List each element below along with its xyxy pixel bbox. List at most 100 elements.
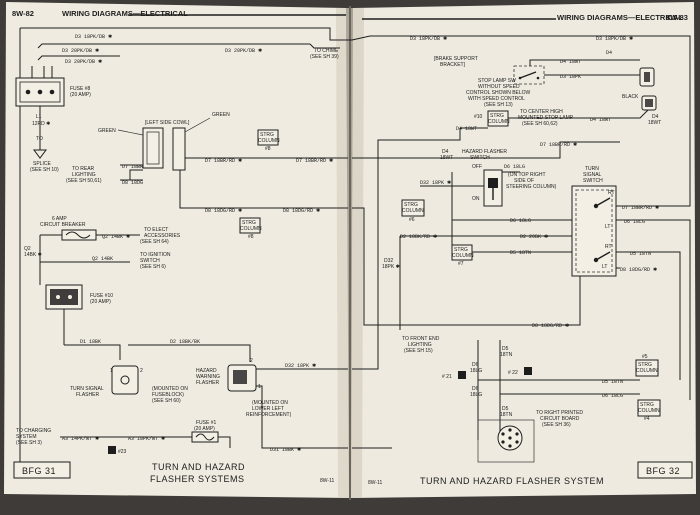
right-page <box>351 2 696 498</box>
label-cb-6amp: 6 AMP <box>52 216 67 222</box>
label-stop-lamp-3: CONTROL SHOWN BELOW <box>466 90 531 96</box>
right-footer-title: TURN AND HAZARD FLASHER SYSTEM <box>420 476 604 486</box>
label-d8-18dg-rd-c: D8 18DG/RD ✱ <box>620 267 657 273</box>
label-d6-v: D6 <box>472 362 479 368</box>
label-stop-lamp-5: (SEE SH 13) <box>484 102 513 108</box>
label-to-chime-ref: (SEE SH 39) <box>310 54 339 60</box>
label-fuse-1-amp: (20 AMP) <box>194 426 215 432</box>
label-column-b: COLUMN <box>240 226 262 232</box>
label-to-front-end-ref: (SEE SH 15) <box>404 348 433 354</box>
label-d32-c2: 18PK ✱ <box>382 264 400 270</box>
label-stop-lamp-2: WITHOUT SPEED <box>478 84 520 90</box>
label-strg-5: STRG <box>638 362 652 368</box>
label-mounted-lower: (MOUNTED ON <box>252 400 288 406</box>
svg-text:1: 1 <box>110 368 113 374</box>
label-to-chmsl-3: (SEE SH 60,62) <box>522 121 558 127</box>
left-footer-title-1: TURN AND HAZARD <box>152 462 245 472</box>
label-column-6: COLUMN <box>402 208 424 214</box>
label-q2-14bk-c: Q2 14BK <box>92 256 113 262</box>
label-to-charging-2: SYSTEM <box>16 434 37 440</box>
label-to-charging: TO CHARGING <box>16 428 51 434</box>
label-strg-4-num: #4 <box>644 416 650 422</box>
label-strg-b: STRG <box>242 220 256 226</box>
label-d31-18bk: D31 18BK ✱ <box>270 447 301 453</box>
strg-column-5 <box>635 359 659 377</box>
label-fuse-10-amp: (20 AMP) <box>90 299 111 305</box>
label-fuse-1: FUSE #1 <box>196 420 217 426</box>
connector-22-icon <box>524 367 532 375</box>
label-a3-18pk: A3 18PK/WT ✱ <box>128 436 165 442</box>
label-rt2: RT <box>605 244 612 250</box>
label-turn-switch: TURN <box>585 166 599 172</box>
label-d5-v2: 18TN <box>500 352 513 358</box>
label-to-pcb: TO RIGHT PRINTED <box>536 410 583 416</box>
label-d5-v4: 18TN <box>500 412 513 418</box>
label-d3-20pk-db-b: D3 20PK/DB ✱ <box>65 59 102 65</box>
label-strg-6: STRG <box>404 202 418 208</box>
label-q2-b: Q2 <box>24 246 31 252</box>
label-conn-10: #10 <box>474 114 483 120</box>
label-column-4: COLUMN <box>638 408 660 414</box>
label-d6-18lg-d: D6 18LG <box>602 393 623 399</box>
label-mounted-fuseblock-3: (SEE SH 60) <box>152 398 181 404</box>
label-strg-a: STRG <box>260 132 274 138</box>
label-off: OFF <box>472 164 482 170</box>
label-cb: CIRCUIT BREAKER <box>40 222 86 228</box>
label-to-chime: TO CHIME <box>314 48 339 54</box>
label-a3-14pk: A3 14PK/WT ✱ <box>62 436 99 442</box>
label-d7-18br-rd-b: D7 18BR/RD ✱ <box>296 158 333 164</box>
label-d4-e: D4 <box>442 149 449 155</box>
label-to-rear: TO REAR <box>72 166 95 172</box>
label-stop-lamp: STOP LAMP SW <box>478 78 516 84</box>
label-d2-20bk: D2 20BK ✱ <box>520 234 548 240</box>
label-d32-18pk-b: D32 18PK ✱ <box>420 180 451 186</box>
label-to-ignition-2: SWITCH <box>140 258 160 264</box>
label-d7-18br-a: D7 18BR <box>122 164 143 170</box>
strg-column-4 <box>637 399 661 417</box>
label-turn-flasher-2: FLASHER <box>76 392 99 398</box>
left-footer-title-2: FLASHER SYSTEMS <box>150 474 245 484</box>
cowl-connector-b <box>172 127 186 171</box>
label-strg-7: STRG <box>454 247 468 253</box>
label-d5-v: D5 <box>502 346 509 352</box>
label-strg-6-num: #6 <box>409 217 415 223</box>
splice-arrow-icon <box>33 149 47 159</box>
label-d8-18dg-rd-a: D8 18DG/RD ✱ <box>205 208 242 214</box>
right-footer-ref: 8W-11 <box>368 480 382 486</box>
right-diagram: D3 18PK/DB ✱ D3 18PK/DB ✱ [BRAKE SUPPORT… <box>351 35 693 486</box>
label-conn-23: #23 <box>118 449 127 455</box>
strg-column-7 <box>451 244 473 261</box>
left-page <box>4 2 349 498</box>
right-footer-code: BFG 32 <box>646 466 680 476</box>
label-d6-18lg-b: D6 18LG <box>504 164 525 170</box>
label-to: TO <box>36 136 43 142</box>
label-q2-14bk-a: Q2 14BK ✱ <box>102 234 130 240</box>
label-d8-18dg-rd-d: D8 18DG/RD ✱ <box>532 323 569 329</box>
left-footer-code-box <box>13 461 71 479</box>
label-stop-lamp-4: WITH SPEED CONTROL <box>468 96 525 102</box>
label-fuse-8-amp: (20 AMP) <box>70 92 91 98</box>
strg-column-6 <box>401 199 425 217</box>
label-brake-support: [BRAKE SUPPORT <box>434 56 478 62</box>
label-d6-v2: 18LG <box>470 368 482 374</box>
label-to-rear-ref: (SEE SH 50,61) <box>66 178 102 184</box>
right-footer-code-box <box>637 461 693 479</box>
label-brake-support-2: BRACKET] <box>440 62 466 68</box>
label-on-top-right-3: STEERING COLUMN) <box>506 184 557 190</box>
label-d5-v3: D5 <box>502 406 509 412</box>
label-to-ignition-ref: (SEE SH 6) <box>140 264 166 270</box>
label-d3-20pk-db-a: D3 20PK/DB ✱ <box>62 48 99 54</box>
label-mounted-lower-2: LOWER LEFT <box>252 406 284 412</box>
label-left-side-cowl: [LEFT SIDE COWL] <box>145 120 190 126</box>
label-fuse-10: FUSE #10 <box>90 293 113 299</box>
right-header-title: WIRING DIAGRAMS—ELECTRICAL <box>557 13 683 22</box>
cowl-connector-a <box>142 127 164 169</box>
label-d1-18bk: D1 18BK <box>80 339 101 345</box>
label-d4-18wt-a: D4 18WT <box>560 59 581 65</box>
label-d2-18bk: D2 18BK/BK <box>170 339 200 345</box>
label-turn-switch-2: SIGNAL <box>583 172 602 178</box>
label-green-b: GREEN <box>212 112 230 118</box>
label-d7-18br-rd-a: D7 18BR/RD ✱ <box>205 158 242 164</box>
label-d4-18wt-e: D4 <box>606 50 612 56</box>
